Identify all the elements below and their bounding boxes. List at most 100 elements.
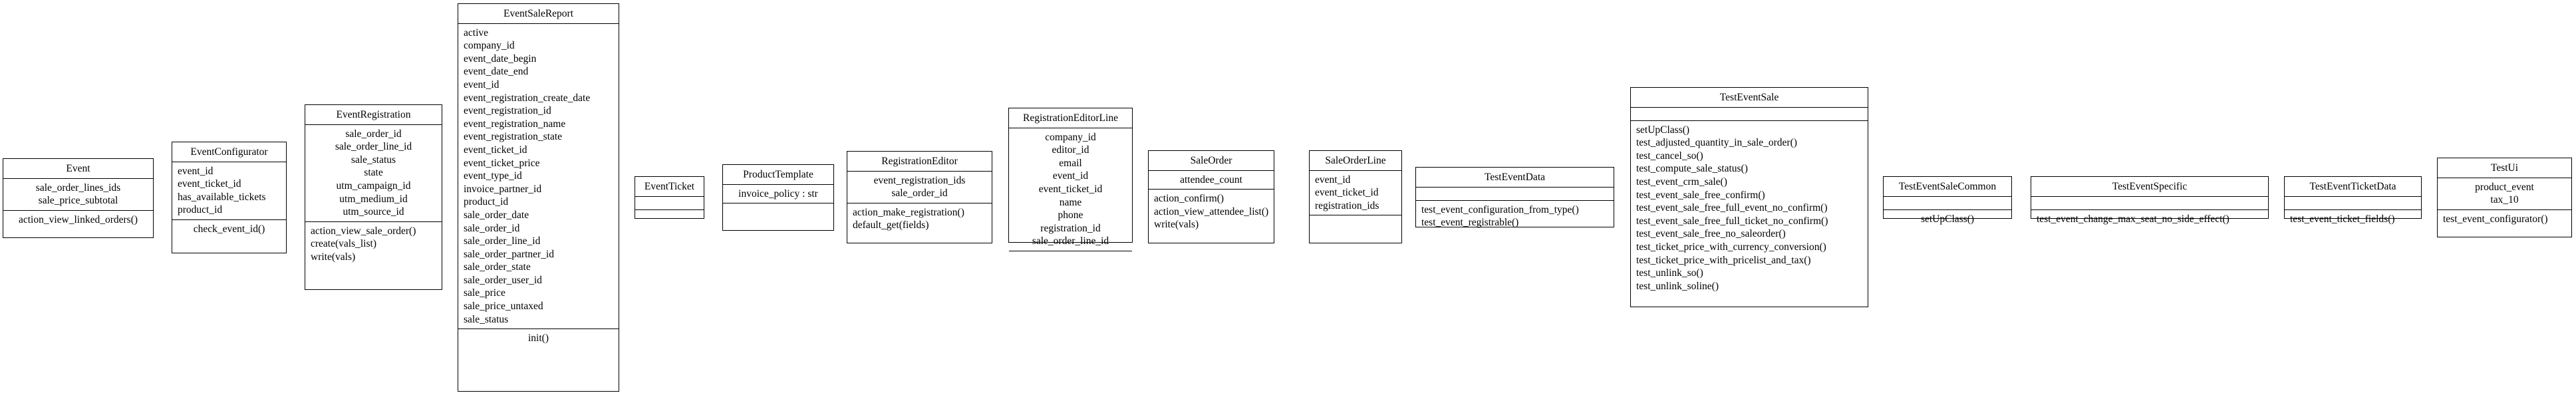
- class-name-sale-order: SaleOrder: [1190, 155, 1232, 166]
- class-name-event-sale-report: EventSaleReport: [503, 8, 574, 19]
- attribute: event_ticket_id: [464, 144, 527, 156]
- attribute: state: [364, 167, 383, 179]
- attribute: product_id: [464, 196, 509, 208]
- attribute: event_registration_id: [464, 105, 551, 117]
- class-methods-event-configurator: check_event_id(): [172, 219, 286, 239]
- class-attributes-event-ticket: [635, 196, 704, 209]
- class-methods-test-event-sale: setUpClass()test_adjusted_quantity_in_sa…: [1631, 120, 1868, 296]
- attribute: event_id: [178, 165, 214, 177]
- class-attributes-test-event-sale: [1631, 106, 1868, 120]
- attribute: event_ticket_id: [1038, 183, 1103, 195]
- attribute: utm_campaign_id: [336, 180, 411, 192]
- method: default_get(fields): [853, 219, 929, 231]
- method: setUpClass(): [1920, 213, 1975, 225]
- attribute: company_id: [464, 40, 515, 52]
- attribute: product_event: [2475, 181, 2534, 193]
- method: test_event_registrable(): [1421, 217, 1519, 229]
- method: test_event_sale_free_full_event_no_confi…: [1636, 202, 1828, 214]
- attribute: registration_ids: [1315, 199, 1379, 211]
- attribute: editor_id: [1052, 144, 1089, 156]
- method: test_unlink_so(): [1636, 267, 1703, 279]
- attribute: sale_order_line_id: [464, 235, 541, 247]
- class-attributes-test-event-data: [1416, 186, 1614, 200]
- class-name-test-ui: TestUi: [2490, 162, 2519, 174]
- attribute: sale_order_id: [345, 128, 402, 140]
- method: test_event_configurator(): [2443, 213, 2548, 225]
- attribute: event_registration_state: [464, 131, 563, 143]
- class-methods-test-event-specific: test_event_change_max_seat_no_side_effec…: [2031, 209, 2268, 229]
- attribute: sale_order_id: [464, 222, 520, 234]
- method: init(): [528, 332, 549, 344]
- attribute: has_available_tickets: [178, 191, 266, 203]
- attribute: sale_order_user_id: [464, 274, 542, 286]
- class-methods-test-ui: test_event_configurator(): [2438, 209, 2571, 229]
- attribute: sale_order_line_id: [1032, 235, 1109, 247]
- method: action_view_attendee_list(): [1154, 205, 1269, 217]
- method: test_adjusted_quantity_in_sale_order(): [1636, 137, 1797, 149]
- class-methods-event-registration: action_view_sale_order()create(vals_list…: [305, 221, 442, 267]
- class-attributes-sale-order: attendee_count: [1149, 170, 1274, 190]
- class-box-event-ticket: EventTicket: [635, 176, 704, 219]
- class-methods-event-sale-report: init(): [458, 329, 619, 348]
- class-name-product-template: ProductTemplate: [743, 169, 813, 180]
- attribute: sale_order_id: [891, 188, 948, 199]
- class-name-test-event-ticket-data: TestEventTicketData: [2309, 181, 2396, 192]
- attribute: active: [464, 27, 489, 39]
- attribute: sale_order_date: [464, 209, 529, 221]
- method: test_event_sale_free_confirm(): [1636, 189, 1765, 201]
- method: action_view_linked_orders(): [18, 213, 138, 225]
- attribute: attendee_count: [1180, 174, 1242, 186]
- class-methods-event: action_view_linked_orders(): [3, 209, 153, 229]
- class-attributes-test-event-specific: [2031, 196, 2268, 209]
- class-name-event-ticket: EventTicket: [644, 181, 695, 192]
- attribute: tax_10: [2490, 194, 2519, 206]
- attribute: event_type_id: [464, 170, 522, 182]
- class-name-sale-order-line: SaleOrderLine: [1325, 155, 1386, 166]
- class-name-registration-editor-line: RegistrationEditorLine: [1023, 112, 1118, 124]
- method: action_view_sale_order(): [311, 225, 416, 237]
- method: check_event_id(): [193, 223, 265, 235]
- attribute: event_ticket_id: [1315, 187, 1379, 199]
- class-name-test-event-data: TestEventData: [1484, 172, 1546, 183]
- attribute: event_ticket_price: [464, 157, 540, 169]
- method: test_event_configuration_from_type(): [1421, 203, 1579, 215]
- class-methods-registration-editor: action_make_registration()default_get(fi…: [847, 202, 992, 235]
- class-name-test-event-specific: TestEventSpecific: [2112, 181, 2188, 192]
- attribute: sale_status: [464, 313, 509, 325]
- class-name-test-event-sale: TestEventSale: [1719, 92, 1779, 103]
- class-attributes-registration-editor: event_registration_ids sale_order_id: [847, 170, 992, 203]
- attribute: product_id: [178, 204, 223, 216]
- attribute: sale_order_line_id: [335, 141, 412, 153]
- method: test_event_sale_free_full_ticket_no_conf…: [1636, 215, 1828, 227]
- method: test_event_sale_free_no_saleorder(): [1636, 228, 1786, 240]
- method: create(vals_list): [311, 238, 376, 250]
- attribute: invoice_policy : str: [738, 188, 818, 199]
- attribute: name: [1059, 196, 1082, 208]
- attribute: event_date_begin: [464, 53, 537, 65]
- class-methods-registration-editor-line: [1009, 250, 1132, 257]
- method: test_event_ticket_fields(): [2290, 213, 2395, 225]
- attribute: utm_medium_id: [339, 193, 408, 205]
- attribute: event_registration_ids: [873, 174, 966, 186]
- class-methods-test-event-data: test_event_configuration_from_type()test…: [1416, 199, 1614, 232]
- class-methods-test-event-sale-common: setUpClass(): [1884, 209, 2011, 229]
- attribute: invoice_partner_id: [464, 183, 542, 195]
- attribute: email: [1059, 157, 1082, 169]
- method: test_event_crm_sale(): [1636, 176, 1727, 188]
